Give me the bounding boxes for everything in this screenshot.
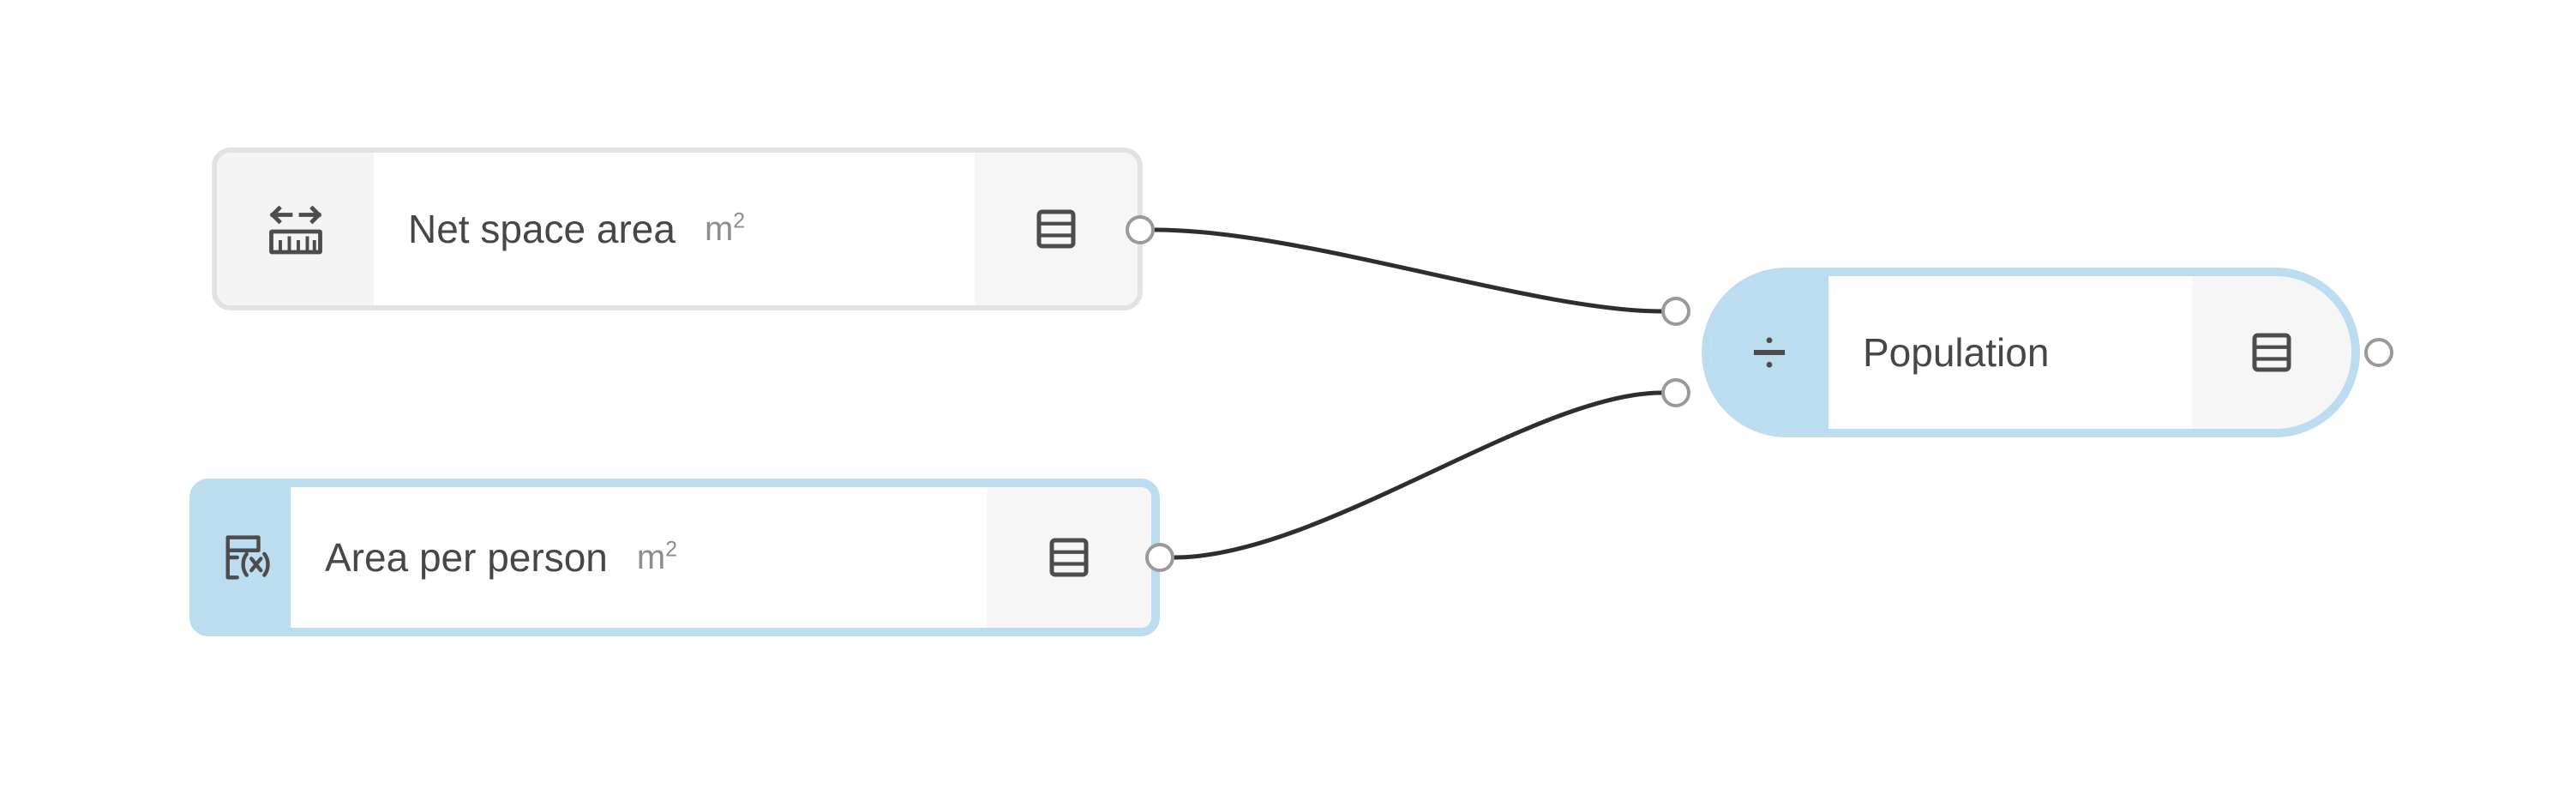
node-tail-area-per-person[interactable] <box>987 487 1151 628</box>
node-net-space-area[interactable]: Net space area m2 <box>212 148 1143 310</box>
table-rows-icon[interactable] <box>1030 203 1082 255</box>
node-area-per-person[interactable]: Area per person m2 <box>189 479 1160 636</box>
node-body-net-space-area[interactable]: Net space area m2 <box>374 153 975 305</box>
node-icon-slot-net-space-area <box>217 153 374 305</box>
node-icon-slot-area-per-person <box>198 487 291 628</box>
port-population-output[interactable] <box>2364 338 2393 367</box>
port-area-per-person-output[interactable] <box>1145 543 1174 572</box>
node-label: Area per person <box>325 535 608 580</box>
node-tail-population[interactable] <box>2192 276 2351 429</box>
port-net-space-area-output[interactable] <box>1126 215 1155 244</box>
node-label: Population <box>1863 330 2050 375</box>
port-population-input-2[interactable] <box>1661 378 1690 407</box>
node-tail-net-space-area[interactable] <box>975 153 1138 305</box>
measure-width-ruler-icon <box>265 198 327 260</box>
node-population[interactable]: Population <box>1702 268 2360 437</box>
edge-area-per-person-to-population[interactable] <box>1172 390 1664 560</box>
node-body-area-per-person[interactable]: Area per person m2 <box>291 487 987 628</box>
formula-fx-icon <box>216 529 273 586</box>
node-icon-slot-population <box>1710 276 1828 429</box>
node-unit-exponent: 2 <box>665 538 677 562</box>
edge-net-space-area-to-population[interactable] <box>1152 227 1664 314</box>
node-unit: m2 <box>704 209 746 248</box>
node-unit: m2 <box>636 538 677 576</box>
node-label: Net space area <box>408 207 676 251</box>
node-unit-base: m <box>704 210 734 248</box>
port-population-input-1[interactable] <box>1661 297 1690 326</box>
node-body-population[interactable]: Population <box>1828 276 2192 429</box>
table-rows-icon[interactable] <box>1043 532 1095 583</box>
node-unit-exponent: 2 <box>733 209 746 233</box>
table-rows-icon[interactable] <box>2246 327 2297 378</box>
node-unit-base: m <box>636 539 666 576</box>
divide-icon <box>1743 326 1796 379</box>
